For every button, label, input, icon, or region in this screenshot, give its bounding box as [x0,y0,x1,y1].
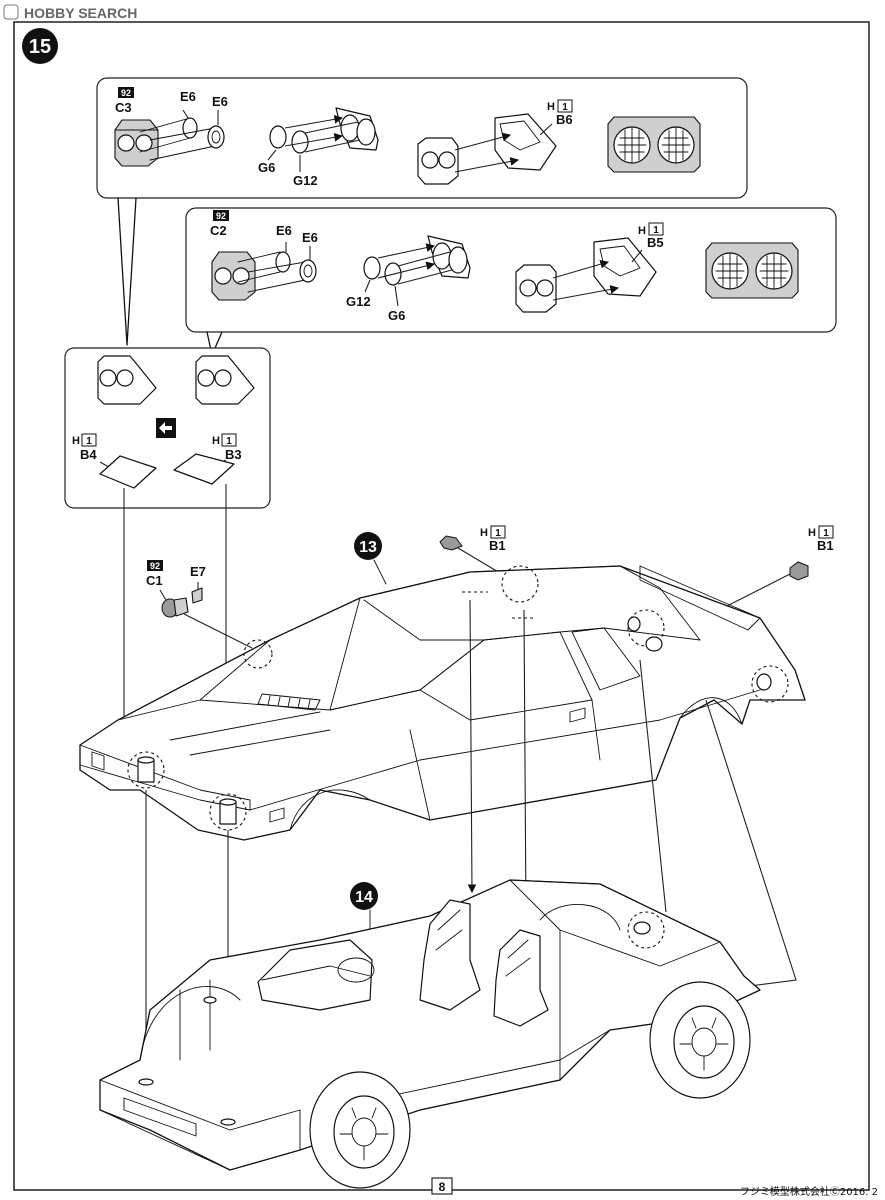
part-label-b6: B6 [556,112,573,127]
cover-b3 [173,453,235,485]
svg-text:92: 92 [216,211,226,221]
chassis [99,879,761,1171]
part-label-c2: C2 [210,223,227,238]
svg-text:14: 14 [355,889,373,906]
body-lamp-parts [137,616,772,825]
part-label-g12: G12 [293,173,318,188]
page-number-box [431,1177,453,1195]
part-label-b4: B4 [80,447,97,462]
svg-text:1: 1 [226,436,232,447]
panel-top-headlight-left: 92 C3 E6 E6 G6 G12 [96,77,748,346]
svg-text:92: 92 [121,88,131,98]
part-label-g6: G6 [258,160,275,175]
part-label-c3: C3 [115,100,132,115]
svg-text:HOBBY SEARCH: HOBBY SEARCH [24,5,137,21]
wheel-rear [649,981,751,1099]
part-label-e6-a: E6 [276,223,292,238]
part-label-e6-b: E6 [212,94,228,109]
svg-text:13: 13 [359,539,377,556]
part-label-g12: G12 [346,294,371,309]
wheel-front [309,1071,411,1189]
svg-text:H: H [808,527,816,539]
lens-e6 [139,117,225,161]
page-number: 8 [439,1180,446,1194]
svg-text:92: 92 [150,561,160,571]
mark-front-right [209,793,247,831]
svg-text:1: 1 [495,528,501,539]
part-label-g6: G6 [388,308,405,323]
svg-text:1: 1 [653,225,659,236]
part-label-e7: E7 [190,564,206,579]
svg-text:H: H [480,527,488,539]
svg-text:H: H [212,435,220,447]
svg-text:H: H [72,435,80,447]
panel-mid-headlight-right: 92 C2 E6 E6 G12 G6 [185,207,837,356]
lens-e6 [237,251,317,293]
svg-text:1: 1 [86,436,92,447]
pod-left [97,355,157,405]
svg-text:1: 1 [823,528,829,539]
part-label-b5: B5 [647,235,664,250]
step-number-badge: 15 [22,28,58,64]
mark-light-side [751,665,789,703]
mark-light-rear [627,609,665,647]
part-label-h: H [638,225,646,237]
sub-step-13-badge: 13 [354,532,382,560]
finished-headlight-top [607,116,701,173]
reflector-g12-g6 [363,235,471,286]
footer-company: フジミ模型株式会社Ⓒ2016. 2 [740,1185,878,1198]
swap-icon [156,418,176,438]
part-label-b1-center: B1 [489,538,506,553]
paint-badge [118,87,134,98]
headlight-pod-b6 [417,113,557,185]
car-body [79,565,806,841]
part-label-b1-right: B1 [817,538,834,553]
svg-text:1: 1 [562,102,568,113]
part-label-h: H [547,101,555,113]
watermark: HOBBY SEARCH [3,4,137,21]
sub-step-14-badge: 14 [350,882,378,910]
svg-text:15: 15 [29,36,51,58]
mark-mirror [243,639,273,669]
mark-front-left [127,751,165,789]
mirror-c1-e7 [159,582,203,618]
finished-headlight-mid [705,242,799,299]
part-label-e6-a: E6 [180,89,196,104]
headlight-housing-c3 [114,119,159,167]
headlight-pod-b5 [515,237,657,313]
part-label-c1: C1 [146,573,163,588]
mark-wiper [501,565,539,603]
panel-left-headlight-covers: H 1 B4 H 1 B3 [64,347,271,509]
cover-b4 [99,455,157,489]
mark-chassis-rear [627,911,665,949]
pod-right [195,355,255,405]
part-label-b3: B3 [225,447,242,462]
reflector-g6-g12 [269,107,379,154]
part-label-e6-b: E6 [302,230,318,245]
